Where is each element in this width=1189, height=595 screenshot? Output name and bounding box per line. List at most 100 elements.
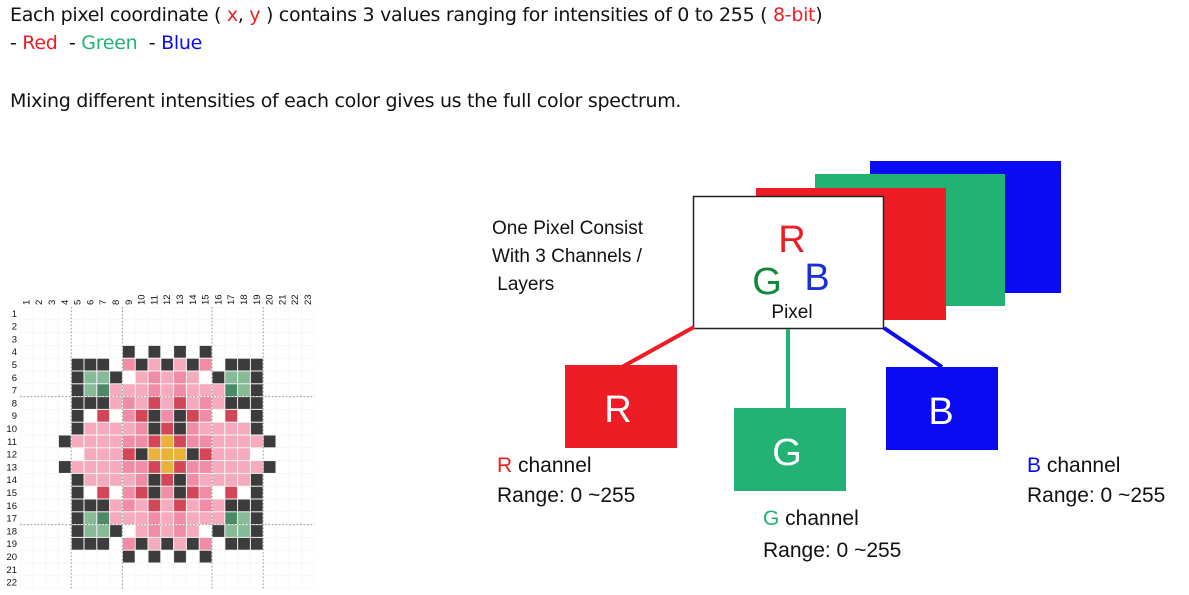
grid-cell — [46, 512, 58, 525]
grid-cell — [225, 397, 238, 409]
grid-row-number: 21 — [6, 565, 17, 576]
grid-cell — [20, 384, 33, 397]
grid-cell — [161, 563, 174, 576]
intro-line-3: Mixing different intensities of each col… — [10, 90, 682, 112]
grid-cell — [212, 461, 225, 473]
grid-cell — [58, 499, 71, 512]
grid-cell — [20, 486, 33, 499]
grid-row-number: 11 — [7, 437, 17, 448]
grid-cell — [225, 371, 238, 384]
g-channel-letter: G — [772, 432, 802, 474]
grid-cell — [238, 525, 250, 537]
grid-cell — [186, 512, 199, 525]
grid-cell — [122, 576, 135, 589]
grid-cell — [174, 384, 186, 397]
grid-cell — [174, 358, 186, 371]
grid-cell — [250, 525, 263, 537]
grid-cell — [46, 345, 58, 358]
grid-cell — [58, 563, 71, 576]
grid-cell — [302, 550, 314, 563]
grid-cell — [161, 512, 174, 525]
grid-cell — [212, 473, 225, 486]
grid-cell — [302, 576, 314, 589]
grid-cell — [238, 345, 250, 358]
grid-cell — [199, 563, 212, 576]
grid-cell — [20, 461, 33, 473]
grid-cell — [263, 576, 276, 589]
grid-cell — [135, 358, 148, 371]
r-channel-range: Range: 0 ~255 — [497, 484, 635, 507]
grid-cell — [33, 550, 46, 563]
grid-cell — [186, 320, 199, 333]
grid-cell — [97, 473, 110, 486]
grid-cell — [58, 397, 71, 409]
grid-cell — [212, 422, 225, 435]
grid-cell — [212, 512, 225, 525]
grid-cell — [20, 537, 33, 550]
grid-cell — [84, 435, 97, 448]
grid-cell — [276, 345, 289, 358]
red-layer — [756, 188, 946, 320]
grid-cell — [263, 512, 276, 525]
grid-cell — [110, 345, 122, 358]
grid-cell — [199, 448, 212, 461]
grid-cell — [20, 499, 33, 512]
grid-cell — [161, 307, 174, 320]
grid-cell — [250, 345, 263, 358]
grid-cell — [148, 473, 161, 486]
grid-cell — [174, 397, 186, 409]
grid-cell — [97, 435, 110, 448]
grid-cell — [33, 435, 46, 448]
grid-row-number: 12 — [6, 450, 17, 461]
grid-cell — [97, 461, 110, 473]
grid-cell — [174, 409, 186, 422]
grid-cell — [238, 409, 250, 422]
grid-cell — [263, 435, 276, 448]
grid-cell — [84, 448, 97, 461]
grid-cell — [302, 384, 314, 397]
grid-cell — [71, 384, 84, 397]
grid-cell — [289, 397, 302, 409]
close-paren: ) — [815, 4, 823, 26]
grid-cell — [186, 537, 199, 550]
grid-cell — [71, 358, 84, 371]
grid-cell — [186, 358, 199, 371]
grid-cell — [135, 576, 148, 589]
grid-cell — [46, 537, 58, 550]
grid-cell — [161, 499, 174, 512]
grid-cell — [58, 422, 71, 435]
dash: - — [57, 32, 82, 54]
grid-cell — [186, 397, 199, 409]
grid-cell — [174, 486, 186, 499]
grid-cell — [20, 397, 33, 409]
grid-cell — [161, 448, 174, 461]
grid-cell — [263, 320, 276, 333]
grid-cell — [212, 537, 225, 550]
grid-cell — [250, 461, 263, 473]
grid-cell — [250, 435, 263, 448]
grid-cell — [212, 397, 225, 409]
grid-cell — [148, 333, 161, 345]
grid-cell — [250, 333, 263, 345]
grid-cell — [302, 563, 314, 576]
grid-cell — [97, 320, 110, 333]
grid-cell — [186, 422, 199, 435]
caption-line-1: One Pixel Consist — [492, 218, 644, 239]
grid-cell — [135, 461, 148, 473]
grid-cell — [161, 461, 174, 473]
grid-cell — [276, 525, 289, 537]
grid-cell — [84, 333, 97, 345]
grid-cell — [199, 576, 212, 589]
g-channel-label-letter: G — [763, 507, 779, 530]
grid-row-number: 16 — [6, 501, 17, 512]
grid-row-number: 1 — [12, 309, 17, 320]
grid-cell — [263, 345, 276, 358]
grid-cell — [46, 320, 58, 333]
grid-cell — [148, 320, 161, 333]
grid-cell — [110, 397, 122, 409]
grid-cell — [84, 576, 97, 589]
grid-cell — [186, 473, 199, 486]
grid-cell — [122, 525, 135, 537]
grid-cell — [135, 371, 148, 384]
grid-cell — [122, 537, 135, 550]
